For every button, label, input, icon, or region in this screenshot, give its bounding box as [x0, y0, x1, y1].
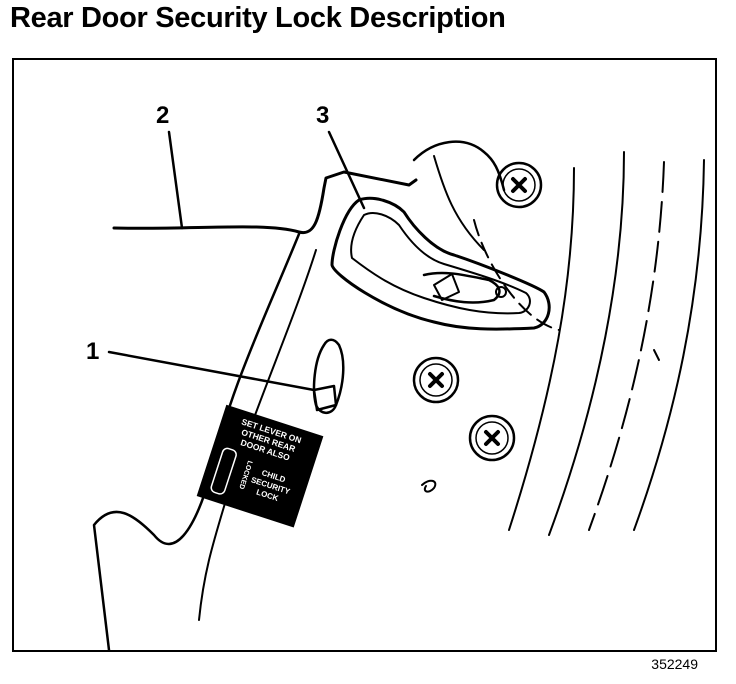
door-pillar-edge — [433, 155, 485, 251]
callout-1: 1 — [86, 338, 100, 365]
lock-lever — [312, 384, 338, 412]
figure-id: 352249 — [651, 656, 698, 672]
child-lock-label: SET LEVER ON OTHER REAR DOOR ALSO LOCKED… — [196, 404, 324, 528]
page-title: Rear Door Security Lock Description — [10, 2, 506, 34]
door-edge-strip-1 — [508, 167, 575, 531]
leader-line-1 — [107, 350, 316, 392]
door-panel-curve — [92, 232, 301, 650]
leader-line-3 — [327, 130, 366, 210]
latch-tab — [433, 273, 460, 301]
screw-bottom — [468, 414, 516, 462]
figure-frame: SET LEVER ON OTHER REAR DOOR ALSO LOCKED… — [12, 58, 717, 652]
lock-lever-slot — [312, 338, 345, 415]
screw-top — [495, 161, 543, 209]
latch-inner — [350, 212, 531, 315]
small-clip — [421, 479, 437, 493]
callout-3: 3 — [316, 102, 330, 129]
latch-housing — [330, 196, 551, 331]
door-edge-strip-2 — [548, 151, 625, 536]
door-edge-strip-3 — [588, 161, 665, 531]
door-panel-edge — [112, 170, 418, 235]
door-shelf — [412, 140, 506, 192]
door-edge-strip-5 — [473, 219, 560, 331]
door-edge-strip-4 — [633, 159, 705, 531]
callout-2: 2 — [156, 102, 170, 129]
screw-middle — [412, 356, 460, 404]
latch-pin — [495, 286, 507, 298]
door-edge-dash — [653, 349, 660, 361]
door-illustration: SET LEVER ON OTHER REAR DOOR ALSO LOCKED… — [92, 130, 705, 650]
leader-line-2 — [167, 130, 184, 230]
